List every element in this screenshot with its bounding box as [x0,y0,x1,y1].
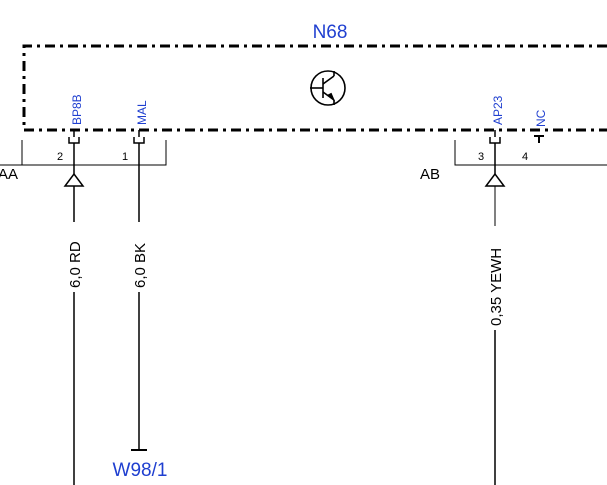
pin-nc [534,135,544,143]
pin-number: 2 [57,151,63,163]
pin-signal-label: AP23 [491,95,505,125]
ground-label: W98/1 [113,460,168,481]
connector-ab: AB 3 4 [420,140,607,183]
transistor-icon [310,70,346,106]
pin-number: 1 [122,151,128,163]
wire-label: 0,35 YEWH [488,248,505,326]
pin-signal-label: NC [534,109,548,127]
connector-aa-label: AA [0,166,18,183]
pin-ap23 [484,130,506,485]
pin-number: 3 [478,151,484,163]
wire-label: 6,0 RD [67,241,84,288]
connector-aa: AA 2 1 [0,140,167,183]
connector-ab-label: AB [420,166,440,183]
component-boundary [22,44,607,132]
pin-mal [133,130,145,450]
pin-signal-label: BP8B [70,94,84,125]
pin-number: 4 [522,151,528,163]
wire-label: 6,0 BK [132,243,149,288]
pin-bp8b [63,130,85,485]
component-title: N68 [313,22,348,43]
pin-signal-label: MAL [135,100,149,125]
